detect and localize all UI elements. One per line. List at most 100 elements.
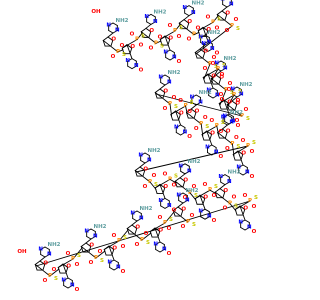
ring-bond: [90, 236, 96, 240]
ring-bond: [103, 249, 107, 256]
sulfur-atom: S: [169, 217, 173, 223]
phosphorus-atom: P: [224, 87, 228, 93]
ring-bond: [214, 188, 221, 193]
sulfur-atom: S: [190, 100, 194, 106]
base-amine-group: NH2: [191, 1, 204, 7]
glycosidic-bond: [139, 162, 146, 168]
ring-bond: [222, 4, 228, 8]
base-nitrogen: N: [107, 260, 112, 266]
backbone-bond: [216, 125, 219, 135]
base-carbonyl-oxygen: O: [172, 207, 177, 213]
base-nitrogen: N: [215, 93, 220, 99]
glycosidic-bond: [219, 184, 226, 190]
ring-bond: [88, 246, 92, 253]
phosphate-oxygen: O: [203, 66, 208, 72]
phosphate-oxygen: O: [203, 115, 208, 121]
phosphate-oxygen: O: [192, 184, 197, 190]
phosphate-oxygen: O: [139, 43, 144, 49]
backbone-bond: [212, 15, 219, 23]
backbone-bond: [149, 222, 166, 232]
sulfur-atom: S: [254, 195, 258, 201]
sulfur-atom: S: [221, 120, 225, 126]
base-amine-group: NH2: [199, 90, 212, 96]
ring-bond: [220, 68, 226, 72]
ring-bond: [238, 164, 244, 168]
ring-bond: [232, 86, 238, 90]
ring-bond: [200, 216, 206, 220]
base-nitrogen: N: [222, 114, 227, 120]
base-amine-group: NH2: [239, 82, 252, 88]
ring-bond: [219, 188, 226, 193]
ring-bond: [112, 30, 118, 34]
ring-bond: [146, 13, 152, 18]
sugar-ring-oxygen: O: [135, 224, 140, 230]
ring-bond: [155, 241, 161, 245]
ring-bond: [226, 104, 230, 111]
sugar-ring-oxygen: O: [158, 227, 163, 233]
sugar-ring-oxygen: O: [225, 10, 230, 16]
base-carbonyl-oxygen: O: [75, 287, 80, 293]
sulfur-atom: S: [205, 124, 209, 130]
base-nitrogen: N: [172, 55, 177, 61]
backbone-bond: [185, 105, 188, 115]
backbone-bond: [234, 200, 251, 210]
ring-bond: [188, 5, 194, 9]
backbone-bond: [126, 228, 143, 241]
backbone-bond: [229, 203, 237, 212]
ring-bond: [193, 112, 197, 119]
ring-bond: [63, 277, 69, 281]
phosphate-oxygen: O: [172, 95, 177, 101]
ring-bond: [184, 170, 190, 175]
base-nitrogen: N: [106, 23, 111, 29]
phosphate-oxygen: O: [112, 233, 117, 239]
glycosidic-bond: [126, 44, 133, 60]
phosphorus-atom: P: [208, 187, 212, 193]
ring-bond: [178, 200, 184, 204]
backbone-bond: [217, 132, 233, 145]
ring-bond: [184, 5, 190, 9]
backbone-bond: [200, 123, 204, 137]
ring-bond: [232, 94, 238, 98]
sugar-ring-oxygen: O: [227, 99, 232, 105]
ring-bond: [182, 200, 188, 204]
phosphate-oxygen: O: [250, 149, 255, 155]
phosphate-oxygen: O: [190, 213, 195, 219]
backbone-bond: [210, 78, 227, 91]
ring-bond: [42, 264, 46, 271]
phosphorus-atom: P: [199, 121, 203, 127]
backbone-bond: [149, 181, 157, 190]
sulfur-atom: S: [234, 204, 238, 210]
base-nitrogen: N: [201, 41, 206, 47]
ring-bond: [109, 267, 115, 271]
backbone-bond: [118, 229, 129, 242]
backbone-bond: [159, 30, 176, 40]
phosphorus-atom: P: [230, 23, 234, 29]
ring-bond: [216, 60, 222, 64]
ring-bond: [67, 277, 73, 281]
phosphorus-atom: P: [163, 220, 167, 226]
glycosidic-bond: [159, 183, 166, 199]
phosphate-oxygen: O: [203, 182, 208, 188]
phosphate-oxygen: O: [75, 262, 80, 268]
ring-bond: [234, 104, 238, 111]
base-carbonyl-oxygen: O: [139, 68, 144, 74]
sugar-ring-oxygen: O: [181, 206, 186, 212]
sulfur-atom: S: [174, 173, 178, 179]
ring-bond: [150, 13, 156, 18]
backbone-bond: [197, 21, 214, 32]
phosphorus-atom: P: [148, 179, 152, 185]
ring-bond: [172, 206, 179, 211]
phosphorus-atom: P: [216, 66, 220, 72]
backbone-bond: [172, 210, 189, 223]
glycosidic-bond: [239, 205, 246, 221]
ring-bond: [127, 65, 133, 70]
ring-bond: [220, 60, 226, 64]
ring-bond: [210, 78, 214, 85]
glycosidic-bond: [145, 23, 152, 29]
base-nitrogen: N: [205, 145, 210, 151]
ring-bond: [203, 40, 209, 45]
phosphate-oxygen: O: [219, 92, 224, 98]
ring-bond: [121, 47, 125, 55]
sulfur-atom: S: [146, 240, 150, 246]
base-nitrogen: N: [147, 158, 152, 164]
